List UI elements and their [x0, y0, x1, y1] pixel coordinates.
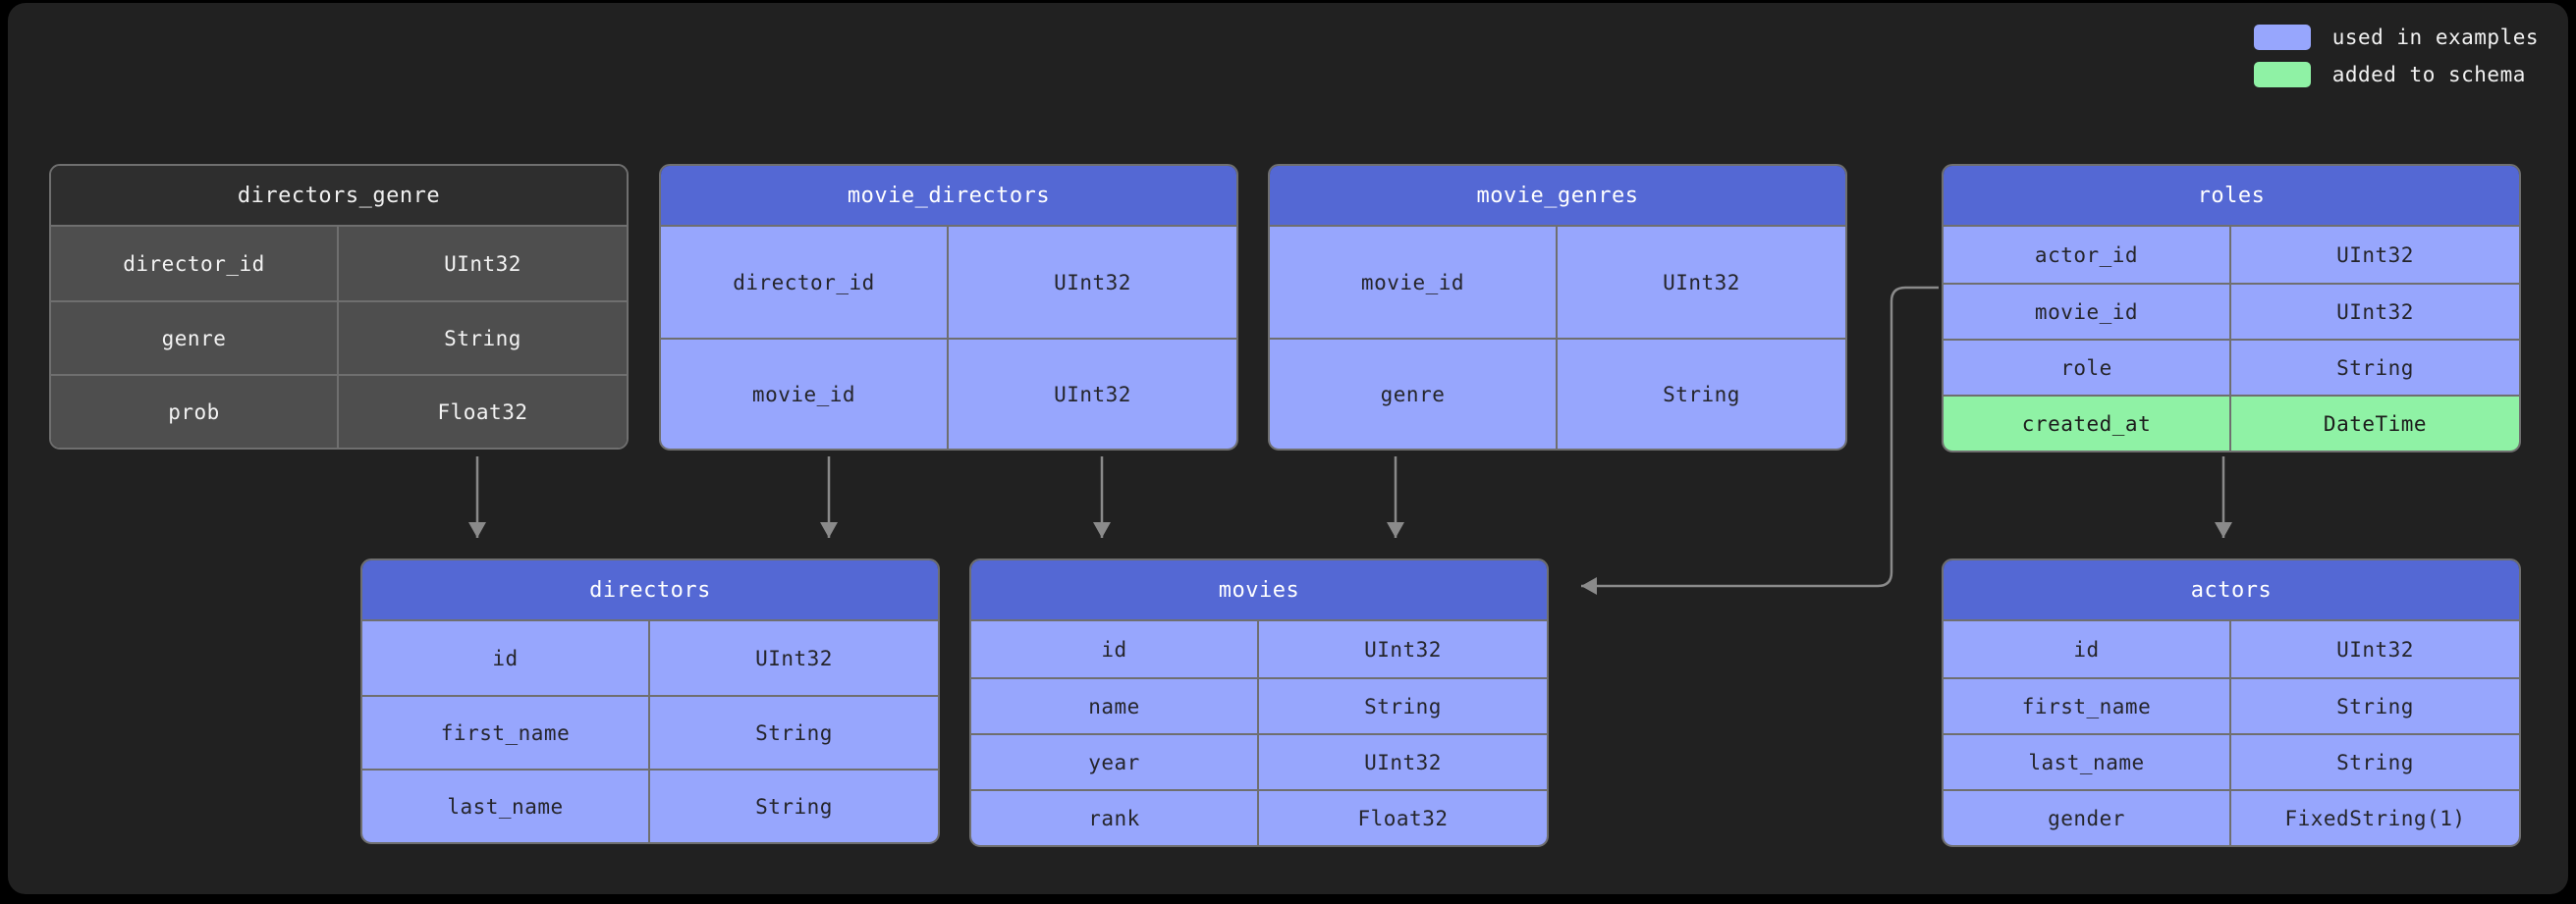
table-row[interactable]: director_id UInt32 [661, 227, 1236, 338]
column-type: String [2336, 694, 2414, 718]
column-name: id [971, 621, 1259, 677]
table-row[interactable]: role String [1944, 339, 2519, 395]
legend-used-in-examples: used in examples [2253, 25, 2539, 50]
column-type: UInt32 [1663, 270, 1740, 294]
column-type: UInt32 [1054, 270, 1131, 294]
legend-swatch [2253, 62, 2311, 87]
table-row[interactable]: rank Float32 [971, 789, 1547, 845]
column-name: movie_id [1944, 285, 2231, 339]
table-row[interactable]: movie_id UInt32 [661, 338, 1236, 449]
column-type: String [1364, 694, 1442, 718]
table-row[interactable]: director_id UInt32 [51, 227, 627, 300]
column-name: first_name [362, 697, 650, 769]
table-row[interactable]: last_name String [1944, 733, 2519, 789]
column-type: UInt32 [1364, 637, 1442, 662]
column-type: UInt32 [1054, 382, 1131, 406]
arrowhead-roles-to-actors [2215, 522, 2232, 538]
column-type: String [444, 326, 521, 350]
table-row[interactable]: gender FixedString(1) [1944, 789, 2519, 845]
column-type: String [2336, 355, 2414, 380]
table-row[interactable]: movie_id UInt32 [1944, 283, 2519, 339]
column-type: String [2336, 750, 2414, 774]
arrowhead-movie_directors-to-directors [820, 522, 838, 538]
column-type: UInt32 [1364, 750, 1442, 774]
legend: used in examples added to schema [2253, 25, 2539, 87]
column-type: UInt32 [444, 251, 521, 276]
column-type: String [755, 720, 833, 745]
table-row[interactable]: id UInt32 [971, 621, 1547, 677]
column-name: id [362, 621, 650, 695]
table-row[interactable]: prob Float32 [51, 374, 627, 448]
table-row[interactable]: first_name String [362, 695, 938, 769]
column-name: created_at [1944, 397, 2231, 451]
column-type: FixedString(1) [2284, 806, 2466, 830]
column-name: genre [1270, 340, 1558, 449]
column-name: movie_id [661, 340, 949, 449]
column-name: first_name [1944, 679, 2231, 733]
legend-added-to-schema: added to schema [2253, 62, 2539, 87]
column-name: movie_id [1270, 227, 1558, 338]
column-name: last_name [1944, 735, 2231, 789]
column-name: director_id [51, 227, 339, 300]
arrowhead-directors_genre-to-directors [468, 522, 486, 538]
column-name: gender [1944, 791, 2231, 845]
table-title-directors_genre: directors_genre [51, 166, 627, 227]
table-title-movie_directors: movie_directors [661, 166, 1236, 227]
arrowhead-movie_genres-to-movies [1387, 522, 1404, 538]
arrowhead-roles-to-movies [1581, 577, 1597, 595]
table-row[interactable]: created_at DateTime [1944, 395, 2519, 451]
column-name: name [971, 679, 1259, 733]
column-name: genre [51, 302, 339, 374]
table-row[interactable]: id UInt32 [362, 621, 938, 695]
column-type: UInt32 [2336, 242, 2414, 267]
column-type: String [755, 794, 833, 819]
table-title-actors: actors [1944, 560, 2519, 621]
table-row[interactable]: last_name String [362, 769, 938, 842]
table-row[interactable]: genre String [51, 300, 627, 374]
column-name: prob [51, 376, 339, 448]
column-name: director_id [661, 227, 949, 338]
table-row[interactable]: id UInt32 [1944, 621, 2519, 677]
column-name: last_name [362, 771, 650, 842]
arrowhead-movie_directors-to-movies [1093, 522, 1111, 538]
table-title-roles: roles [1944, 166, 2519, 227]
column-name: id [1944, 621, 2231, 677]
table-row[interactable]: genre String [1270, 338, 1845, 449]
column-type: UInt32 [2336, 299, 2414, 324]
table-row[interactable]: first_name String [1944, 677, 2519, 733]
column-name: actor_id [1944, 227, 2231, 283]
column-type: UInt32 [755, 646, 833, 670]
diagram-canvas: used in examples added to schema director… [8, 3, 2568, 894]
table-title-movies: movies [971, 560, 1547, 621]
column-type: Float32 [437, 399, 528, 424]
column-type: Float32 [1357, 806, 1449, 830]
legend-label: used in examples [2331, 26, 2539, 49]
table-row[interactable]: actor_id UInt32 [1944, 227, 2519, 283]
column-type: UInt32 [2336, 637, 2414, 662]
legend-label: added to schema [2331, 63, 2526, 86]
legend-swatch [2253, 25, 2311, 50]
column-type: DateTime [2323, 411, 2428, 436]
table-row[interactable]: name String [971, 677, 1547, 733]
table-row[interactable]: year UInt32 [971, 733, 1547, 789]
column-type: String [1663, 382, 1740, 406]
table-row[interactable]: movie_id UInt32 [1270, 227, 1845, 338]
table-title-movie_genres: movie_genres [1270, 166, 1845, 227]
column-name: rank [971, 791, 1259, 845]
column-name: year [971, 735, 1259, 789]
table-title-directors: directors [362, 560, 938, 621]
column-name: role [1944, 341, 2231, 395]
